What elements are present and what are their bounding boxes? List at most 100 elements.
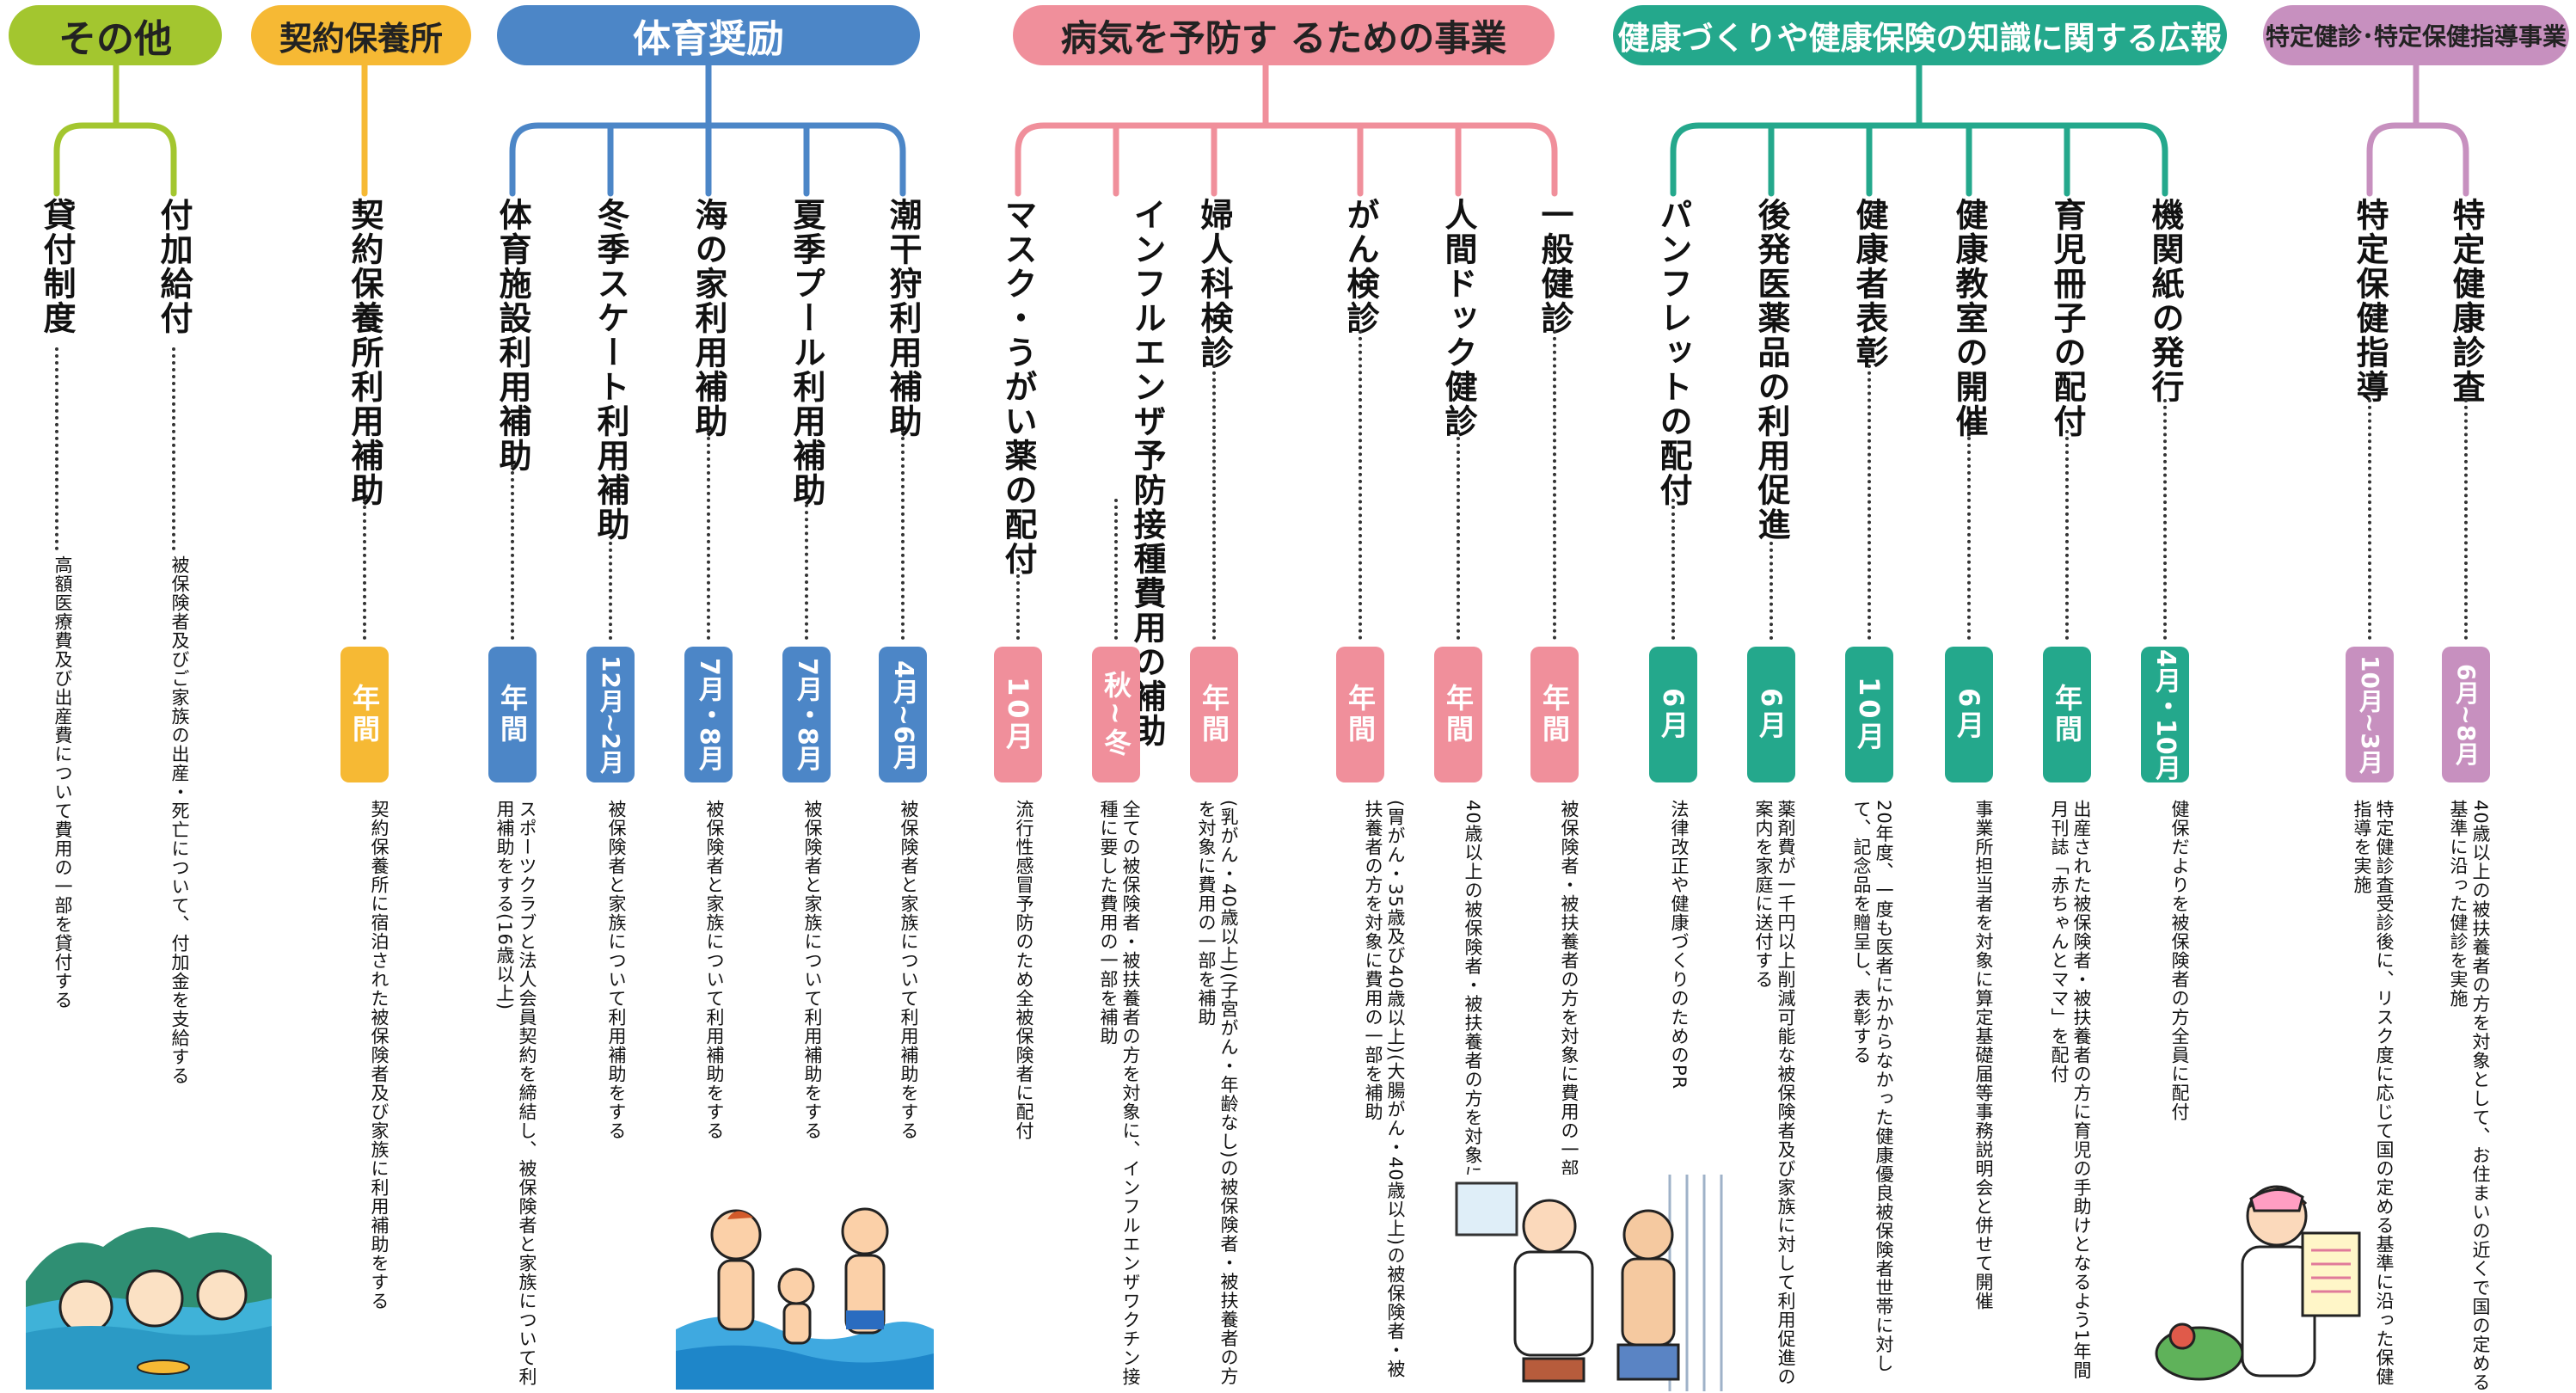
dotted-leader [1671,499,1675,640]
category-pill-tokutei: 特定健診･特定保健指導事業 [2263,5,2569,65]
item-summer-pool: 夏季プール利用補助 7月・8月 被保険者と家族について利用補助をする [781,0,832,1393]
item-general-checkup: 一般健診 年間 被保険者・被扶養者の方を対象に費用の一部を補助 [1529,0,1580,1393]
item-human-dock: 人間ドック健診 年間 40歳以上の被保険者・被扶養者の方を対象に費用の一部を補助 [1432,0,1484,1393]
dotted-leader [172,347,175,550]
period-badge: 6月 [1945,647,1993,782]
category-label-sports: 体育奨励 [633,17,784,61]
period-label: 年間 [1198,684,1230,746]
connector-tree [53,62,2469,197]
nurse-illustration [2155,1185,2361,1381]
period-badge: 秋~冬 [1092,647,1140,782]
item-title: 貸付制度 [38,198,76,335]
period-label: 年間 [496,684,529,746]
period-label: 年間 [348,684,381,746]
item-title: 機関紙の発行 [2146,198,2184,404]
connector-other [53,62,177,197]
dotted-leader [1359,330,1362,640]
item-title: 人間ドック健診 [1439,198,1477,439]
item-title: 特定保健指導 [2351,198,2389,404]
period-label: 12月~2月 [597,655,625,774]
item-title: 潮干狩利用補助 [884,198,922,439]
dotted-leader [1457,430,1460,640]
item-title: 後発医薬品の利用促進 [1752,198,1790,542]
item-winter-skate: 冬季スケート利用補助 12月~2月 被保険者と家族について利用補助をする [585,0,636,1393]
hot-spring-illustration [26,1227,272,1390]
category-label-resort: 契約保養所 [279,19,443,58]
period-label: 7月・8月 [792,658,822,771]
period-badge: 10月~3月 [2346,647,2394,782]
period-badge: 年間 [1530,647,1579,782]
period-label: 10月 [1002,676,1034,753]
period-badge: 4月・10月 [2141,647,2189,782]
period-label: 10月 [1853,676,1886,753]
dotted-leader [707,430,710,640]
item-title: 契約保養所利用補助 [346,198,383,507]
item-beach-house: 海の家利用補助 7月・8月 被保険者と家族について利用補助をする [683,0,734,1393]
period-label: 6月~8月 [2452,663,2481,766]
period-label: 年間 [1344,684,1377,746]
item-generic-drugs: 後発医薬品の利用促進 6月 薬剤費が一千円以上削減可能な被保険者及び家族に対して… [1745,0,1797,1393]
connector-tokutei [2366,62,2469,197]
item-specific-health-checkup: 特定健康診査 6月~8月 40歳以上の被扶養者の方を対象として、お住まいの近くで… [2440,0,2492,1393]
period-label: 6月 [1657,687,1690,742]
item-sports-facility: 体育施設利用補助 年間 スポーツクラブと法人会員契約を締結し、被保険者と家族につ… [487,0,538,1393]
item-mask-gargle: マスク・うがい薬の配付 10月 流行性感冒予防のため全被保険者に配付 [992,0,1044,1393]
period-badge: 6月 [1747,647,1795,782]
period-badge: 年間 [1336,647,1384,782]
item-title: 付加給付 [155,198,193,335]
item-description: 契約保養所に宿泊された被保険者及び家族に利用補助をする [369,800,389,1310]
period-badge: 7月・8月 [782,647,831,782]
period-badge: 4月~6月 [879,647,927,782]
connector-publicity [1670,62,2168,197]
item-description: 法律改正や健康づくりのためのPR [1669,800,1690,1090]
dotted-leader [609,542,612,640]
period-label: 年間 [1538,684,1571,746]
dotted-leader [2065,430,2069,640]
beach-family-illustration [676,1207,934,1390]
period-badge: 10月 [994,647,1042,782]
category-pill-publicity: 健康づくりや健康保険の知識に関する広報 [1613,5,2227,65]
item-pamphlet: パンフレットの配付 6月 法律改正や健康づくりのためのPR [1647,0,1699,1393]
dotted-leader [1967,430,1971,640]
dotted-leader [55,347,58,550]
dotted-leader [1769,542,1773,640]
item-description: 出産された被保険者・被扶養者の方に育児の手助けとなるよう1年間月刊誌「赤ちゃんと… [2049,800,2092,1380]
dotted-leader [1868,365,1871,640]
item-title: 海の家利用補助 [690,198,727,439]
dotted-leader [511,464,514,640]
period-label: 6月 [1953,687,1985,742]
item-resort-subsidy: 契約保養所利用補助 年間 契約保養所に宿泊された被保険者及び家族に利用補助をする [339,0,390,1393]
item-title: 健康者表彰 [1850,198,1888,370]
period-label: 4月~6月 [888,660,918,770]
category-pill-resort: 契約保養所 [251,5,471,65]
item-title: パンフレットの配付 [1654,198,1692,507]
item-bulletin: 機関紙の発行 4月・10月 健保だよりを被保険者の方全員に配付 [2139,0,2191,1393]
item-influenza-vaccine: インフルエンザ予防接種費用の補助 秋~冬 全ての被保険者・被扶養者の方を対象に、… [1090,0,1166,1393]
item-description: スポーツクラブと法人会員契約を締結し、被保険者と家族について利用補助をする(16… [494,800,537,1386]
item-title: 夏季プール利用補助 [788,198,825,507]
period-badge: 年間 [1434,647,1482,782]
item-title: 婦人科検診 [1195,198,1233,370]
period-badge: 12月~2月 [586,647,635,782]
item-description: 40歳以上の被扶養者の方を対象として、お住まいの近くで国の定める基準に沿った健診… [2448,800,2491,1392]
connector-sports [509,62,906,197]
dotted-leader [805,504,808,640]
item-cancer-screening: がん検診 年間 (胃がん・35歳及び40歳以上)(大腸がん・40歳以上)の被保険… [1334,0,1406,1393]
period-label: 4月・10月 [2150,648,2180,781]
item-title: 冬季スケート利用補助 [592,198,629,542]
item-description: 特定健診査受診後に、リスク度に応じて国の定める基準に沿った保健指導を実施 [2352,800,2395,1386]
item-description: 事業所担当者を対象に算定基礎届等事務説明会と併せて開催 [1973,800,1994,1310]
item-title: マスク・うがい薬の配付 [999,198,1037,576]
item-description: (胃がん・35歳及び40歳以上)(大腸がん・40歳以上)の被保険者・被扶養者の方… [1363,800,1406,1378]
item-title: がん検診 [1341,198,1379,335]
period-label: 秋~冬 [1100,670,1132,759]
category-pill-prevention: 病気を予防す るための事業 [1013,5,1555,65]
period-badge: 6月 [1649,647,1697,782]
item-loan: 貸付制度 高額医療費及び出産費について費用の一部を貸付する [31,0,83,1393]
item-description: 被保険者・被扶養者の方を対象に費用の一部を補助 [1559,800,1579,1235]
item-description: 全ての被保険者・被扶養者の方を対象に、インフルエンザワクチン接種に要した費用の一… [1098,800,1141,1386]
period-badge: 年間 [2043,647,2091,782]
dotted-leader [2368,399,2371,640]
item-description: 20年度、一度も医者にかからなかった健康優良被保険者世帯に対して、記念品を贈呈し… [1851,800,1894,1373]
dotted-leader [2464,399,2468,640]
